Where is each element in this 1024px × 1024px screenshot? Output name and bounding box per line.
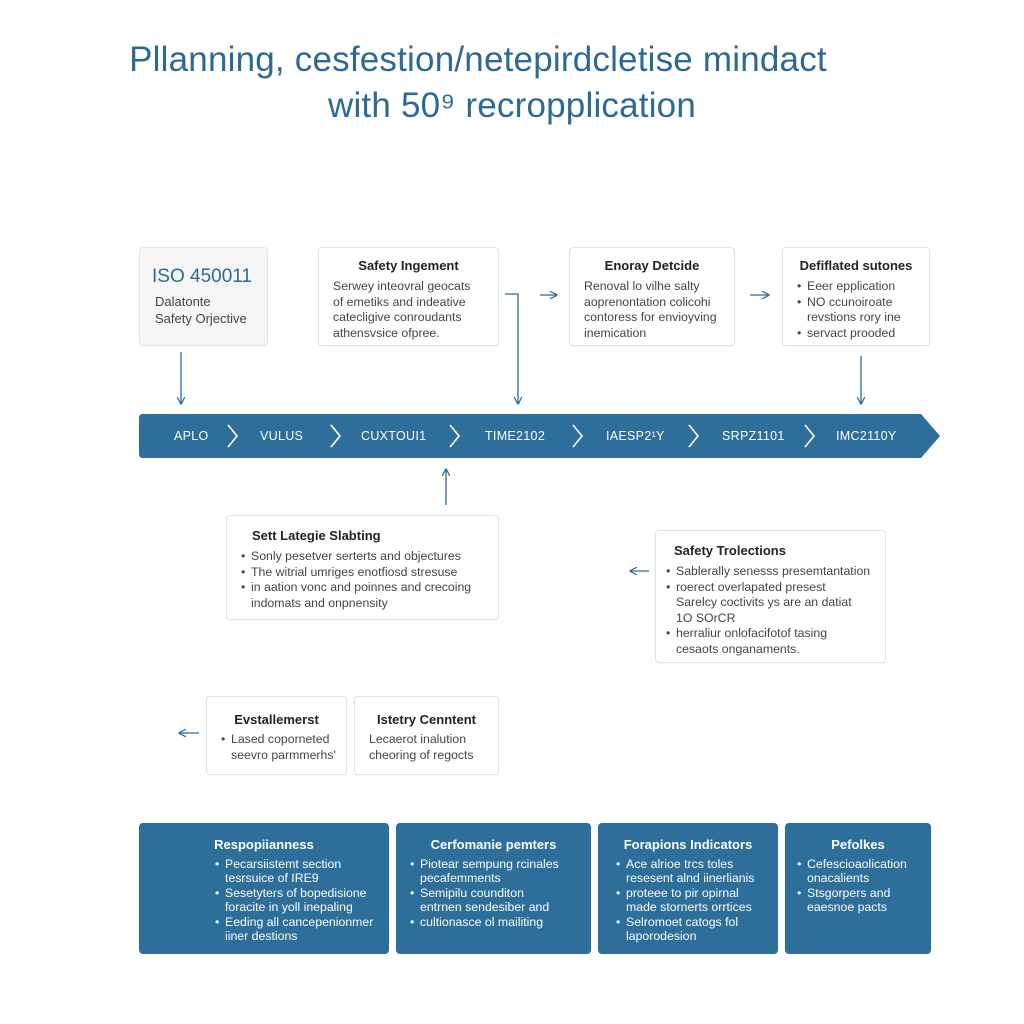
page-title-line-2: with 50⁹ recropplication	[327, 86, 697, 125]
card-title: Respopiianness	[214, 837, 314, 852]
respopiianness-card: Respopiianness Pecarsiistemt section tes…	[139, 823, 389, 954]
list-item: Eeer epplication	[797, 279, 919, 295]
list-item-continued: indomats and onpnensity	[251, 595, 388, 610]
timeline-chevron	[688, 424, 700, 448]
content-card: Istetry Cenntent Lecaerot inalution cheo…	[354, 696, 499, 775]
energy-detcide-card: Enoray Detcide Renoval lo vilhe salty ao…	[569, 247, 735, 346]
list-item: cultionasce ol mailiting	[410, 915, 583, 930]
list-item: Sesetyters of bopedisione	[215, 886, 381, 901]
page-title-line-1: Pllanning, cesfestion/netepirdcletise mi…	[129, 40, 827, 79]
card-title: Istetry Cenntent	[377, 712, 476, 727]
timeline-label: IAESP2¹Y	[606, 429, 665, 443]
defiflated-sutones-card: Defiflated sutones Eeer epplication NO c…	[782, 247, 930, 346]
card-line: athensvsice ofpree.	[333, 325, 440, 340]
list-item-continued: tesrsuice of IRE9	[225, 871, 319, 886]
card-line: Renoval lo vilhe salty	[584, 279, 700, 293]
cerfomanie-pemters-card: Cerfomanie pemters Piotear sempung rcina…	[396, 823, 591, 954]
list-item: Sonly pesetver serterts and objectures	[241, 549, 488, 565]
list-item: Semipilu counditon	[410, 886, 583, 901]
safety-protections-card: Safety Trolections Sablerally senesss pr…	[655, 530, 886, 663]
list-item-continued: made stornerts orrtices	[626, 900, 752, 915]
list-item-continued: resesent alnd iinerlianis	[626, 871, 755, 886]
list-item-continued: laporodesion	[626, 929, 697, 944]
list-item-continued: entrnen sendesiber and	[420, 900, 550, 915]
list-item: Pecarsiistemt section	[215, 857, 381, 872]
card-title: Enoray Detcide	[604, 258, 700, 273]
timeline-chevron	[227, 424, 239, 448]
card-line: aoprenontation colicohi	[584, 294, 711, 309]
card-title: Safety Ingement	[358, 258, 459, 273]
card-line: contoress for envioyving	[584, 310, 717, 324]
timeline-label: CUXTOUI1	[361, 429, 427, 443]
list-item-continued: foracite in yoll inepaling	[225, 900, 353, 915]
timeline-label: IMC2110Y	[836, 429, 897, 443]
timeline-chevron	[804, 424, 816, 448]
list-item: Lased coporneted	[221, 732, 336, 748]
iso-objective-card: ISO 450011 Dalatonte Safety Orjective	[139, 247, 268, 346]
list-item: servact prooded	[797, 326, 919, 342]
timeline-label: VULUS	[260, 429, 304, 443]
timeline-label: APLO	[174, 429, 209, 443]
list-item: revstions rory ine	[807, 310, 901, 324]
card-line: Lecaerot inalution	[369, 732, 467, 746]
timeline-arrow-shape	[139, 414, 940, 458]
list-item: proteee to pir opirnal	[616, 886, 770, 901]
iso-card-line-2: Safety Orjective	[155, 311, 247, 326]
forapions-indicators-card: Forapions Indicators Ace alrioe trcs tol…	[598, 823, 778, 954]
list-item: Stsgorpers and	[797, 886, 923, 901]
card-title: Defiflated sutones	[799, 258, 913, 273]
list-item-continued: 1O SOrCR	[676, 610, 736, 625]
card-line: of emetiks and indeative	[333, 294, 466, 309]
timeline-chevron	[330, 424, 342, 448]
strategy-card: Sett Lategie Slabting Sonly pesetver ser…	[226, 515, 499, 620]
list-item-continued: iiner destions	[225, 929, 298, 944]
pefolkes-card: Pefolkes Cefescioaolication onacalients …	[785, 823, 931, 954]
list-item-continued: eaesnoe pacts	[807, 900, 887, 915]
card-title: Cerfomanie pemters	[430, 837, 557, 852]
timeline-chevron	[572, 424, 584, 448]
timeline-chevron	[449, 424, 461, 448]
card-title: Forapions Indicators	[623, 837, 753, 852]
list-item: Sablerally senesss presemtantation	[666, 564, 875, 580]
list-item: The witrial umriges enotfiosd stresuse	[241, 565, 488, 581]
list-item: Ace alrioe trcs toles	[616, 857, 770, 872]
card-title: Sett Lategie Slabting	[252, 528, 381, 543]
card-line: cheoring of regocts	[369, 747, 474, 762]
list-item: roerect overlapated presest	[666, 580, 875, 596]
list-item: herraliur onlofacifotof tasing	[666, 626, 875, 642]
card-line: inemication	[584, 325, 647, 340]
list-item-continued: Sarelcy coctivits ys are an datiat	[676, 595, 852, 609]
card-title: Evstallemerst	[234, 712, 319, 727]
list-item: Cefescioaolication	[797, 857, 923, 872]
card-line: Serwey inteovral geocats	[333, 279, 471, 293]
list-item-continued: seevro parmmerhs'	[231, 747, 336, 762]
list-item: Selromoet catogs fol	[616, 915, 770, 930]
iso-card-line-1: Dalatonte	[155, 294, 211, 309]
card-title: Safety Trolections	[674, 543, 786, 558]
list-item-continued: pecafemments	[420, 871, 501, 886]
list-item: in aation vonc and poinnes and crecoing	[241, 580, 488, 596]
list-item-continued: cesaots onganaments.	[676, 641, 800, 656]
list-item: Piotear sempung rcinales	[410, 857, 583, 872]
timeline-label: SRPZ1101	[722, 429, 785, 443]
safety-ingement-card: Safety Ingement Serwey inteovral geocats…	[318, 247, 499, 346]
list-item: Eeding all cancepenionmer	[215, 915, 381, 930]
establishment-card: Evstallemerst Lased coporneted seevro pa…	[206, 696, 347, 775]
card-title: Pefolkes	[831, 837, 885, 852]
card-line: catecligive conroudants	[333, 310, 462, 324]
timeline-label: TIME2102	[485, 429, 546, 443]
list-item: NO ccunoiroate	[797, 295, 919, 311]
arrow-safety-to-timeline	[505, 293, 518, 403]
list-item-continued: onacalients	[807, 871, 870, 886]
iso-card-title: ISO 450011	[152, 266, 253, 287]
